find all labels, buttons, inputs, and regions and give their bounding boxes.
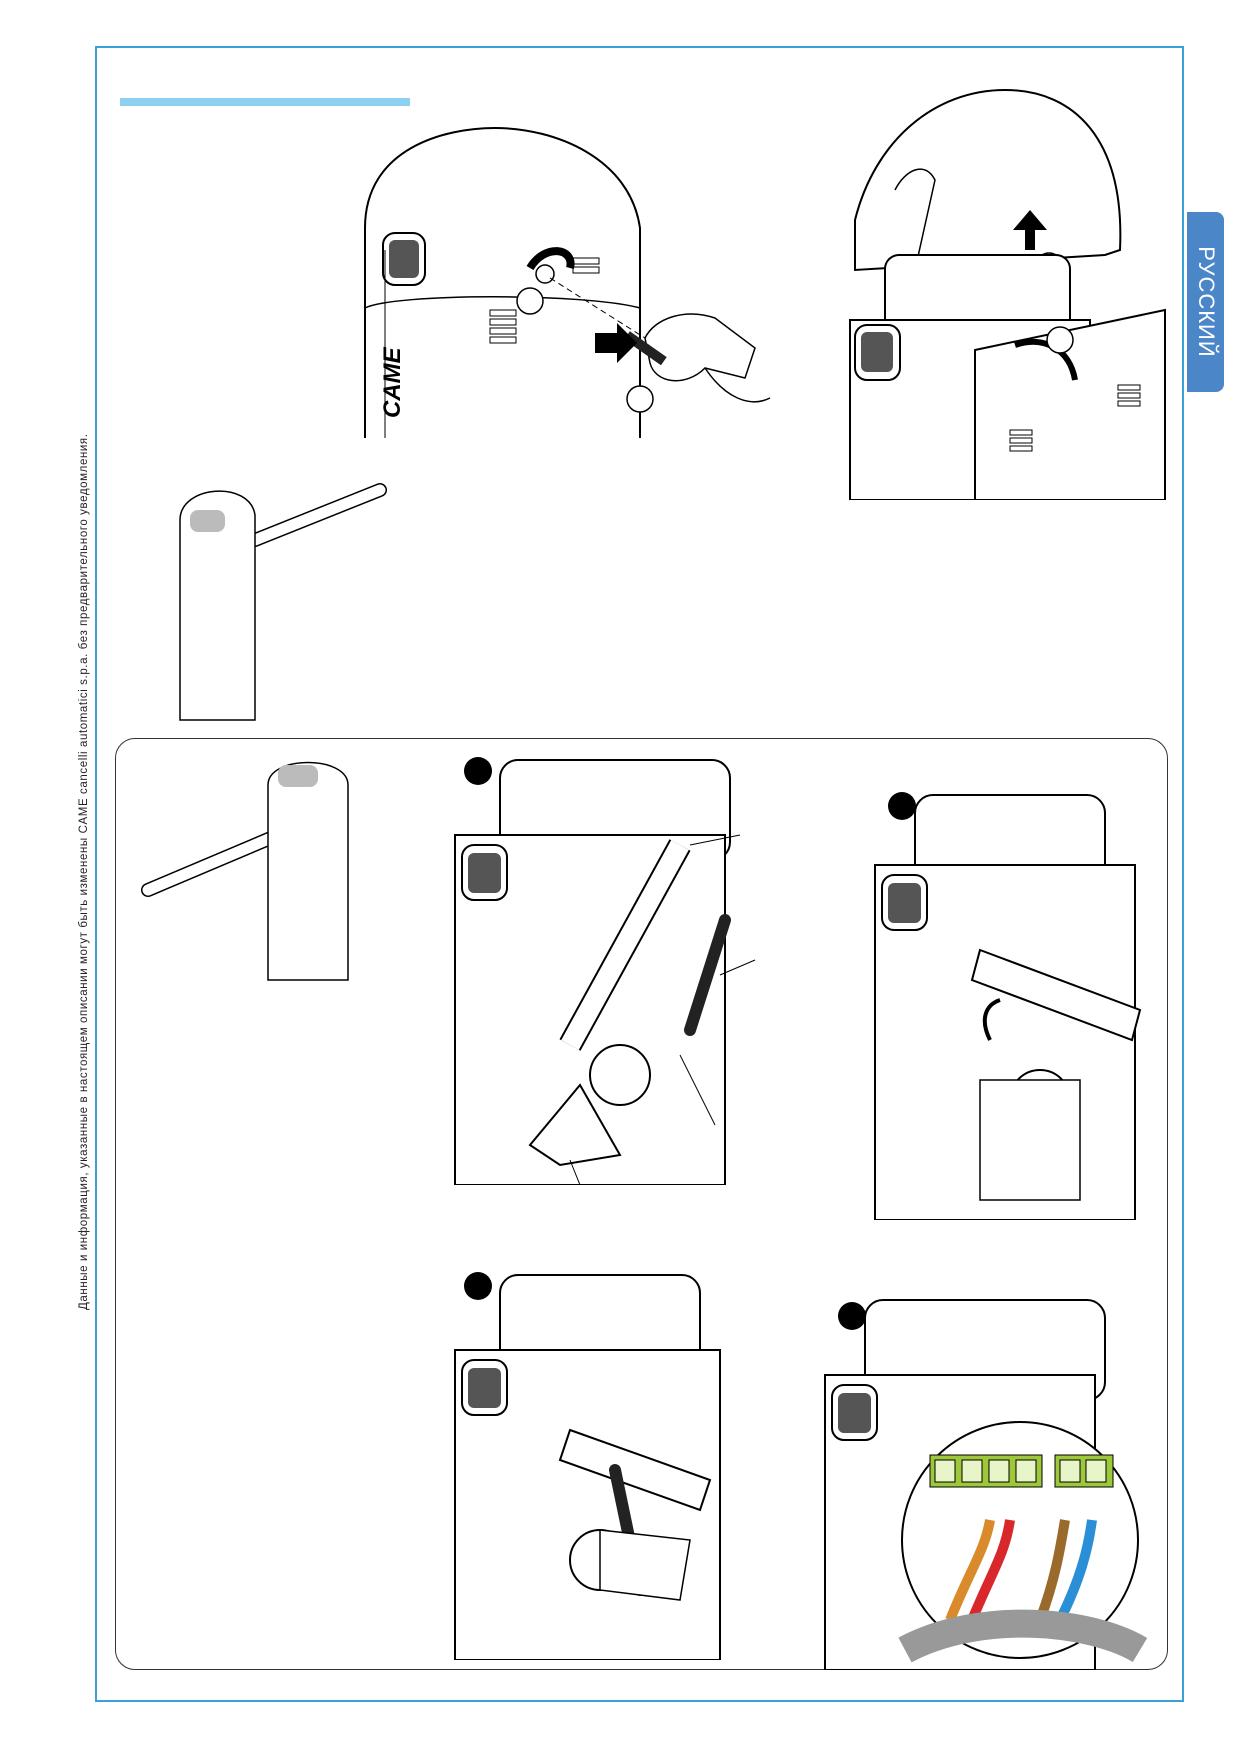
- terminal-block-icon: [929, 1454, 1114, 1488]
- steps-panel: [115, 738, 1168, 1670]
- step-marker-filled: [888, 792, 916, 820]
- figure-cover-key: CAME: [355, 118, 775, 438]
- language-tab[interactable]: РУССКИЙ: [1187, 212, 1224, 392]
- figure-barrier-overview-top: [170, 470, 390, 730]
- figure-barrier-overview-panel: [138, 755, 368, 985]
- brand-label: CAME: [379, 346, 406, 418]
- language-tab-label: РУССКИЙ: [1193, 246, 1219, 358]
- figure-cover-lift: [835, 80, 1185, 500]
- barrier-icon: [179, 483, 387, 721]
- figure-step-rotate: [860, 780, 1160, 1220]
- key-icon: [624, 331, 667, 366]
- hand-icon: [644, 313, 771, 403]
- step-marker: [626, 385, 654, 413]
- step-marker-filled: [838, 1302, 866, 1330]
- step-marker: [1046, 326, 1074, 354]
- push-arrow-icon: [595, 323, 637, 363]
- lift-arrow-icon: [1013, 210, 1047, 250]
- disclaimer-note: Данные и информация, указанные в настоящ…: [78, 433, 90, 1310]
- section-accent-bar: [120, 98, 410, 106]
- figure-step-mount: [450, 1260, 750, 1660]
- step-marker-filled: [464, 757, 492, 785]
- figure-step-wiring: [810, 1290, 1170, 1670]
- step-marker: [516, 287, 544, 315]
- page-frame: [95, 46, 1184, 1702]
- step-marker-filled: [464, 1272, 492, 1300]
- figure-step-linkage: [450, 745, 790, 1185]
